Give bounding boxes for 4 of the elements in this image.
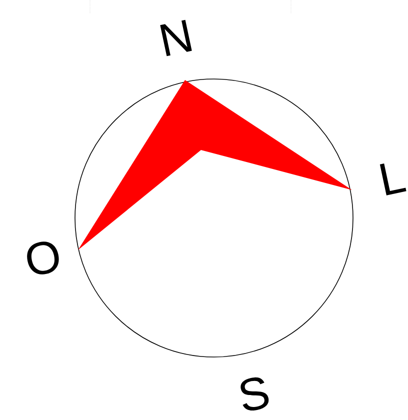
direction-letter: O [27, 242, 59, 274]
direction-letter: S [240, 377, 269, 410]
direction-letter: N [160, 20, 192, 56]
direction-letter: L [380, 164, 406, 196]
